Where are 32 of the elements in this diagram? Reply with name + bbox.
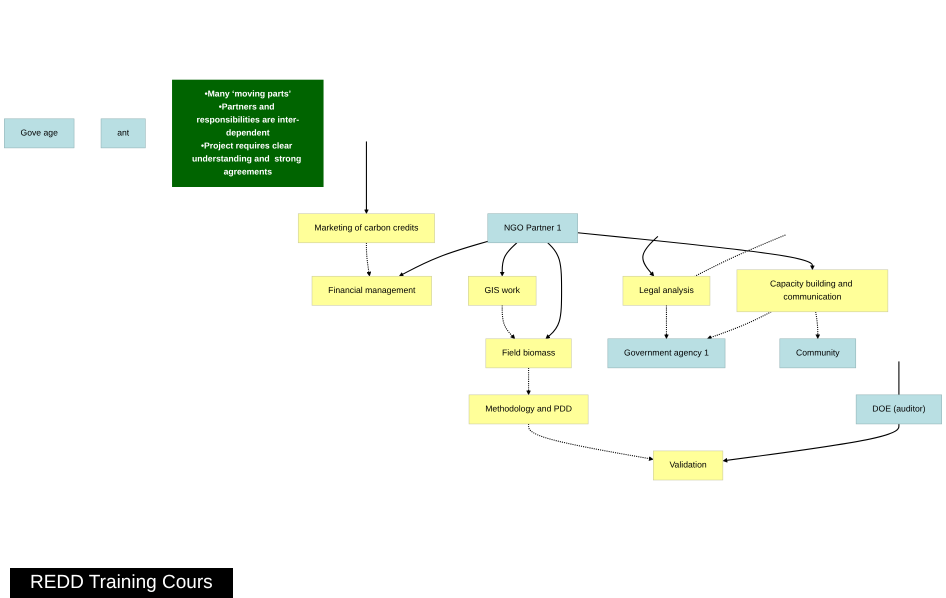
connector [898,361,900,395]
arrow [526,368,531,396]
arrow [366,242,372,276]
arrow [815,312,820,339]
arrow [706,311,772,340]
node-box: Legal analysis [622,276,710,306]
node-box: Capacity building and communication [736,269,888,312]
arrow [722,424,900,463]
node-box: Community [780,338,856,368]
node-box: DOE (auditor) [856,394,942,424]
arrow [642,236,658,276]
node-box: ant [100,118,146,148]
arrow [364,141,369,214]
node-box: Gove age [4,118,74,148]
node-box: •Many ‘moving parts’ •Partners and responsibilities are inter-dependent •Project requires clear understanding and strong agreements [172,80,324,187]
node-box: Field biomass [486,338,572,368]
footer-text: REDD Training Cours [10,568,233,598]
node-box: GIS work [468,276,536,306]
node-box: Validation [653,450,724,480]
arrow [664,305,669,339]
node-box: Marketing of carbon credits [298,213,435,244]
arrow [578,232,815,270]
arrow [502,305,516,339]
arrow [546,242,562,339]
connector [694,234,786,277]
node-box: Financial management [312,276,432,306]
arrow [500,242,518,276]
arrow [398,240,488,276]
arrow [528,424,654,461]
node-box: NGO Partner 1 [488,213,578,244]
node-box: Government agency 1 [608,338,726,368]
node-box: Methodology and PDD [468,394,588,424]
